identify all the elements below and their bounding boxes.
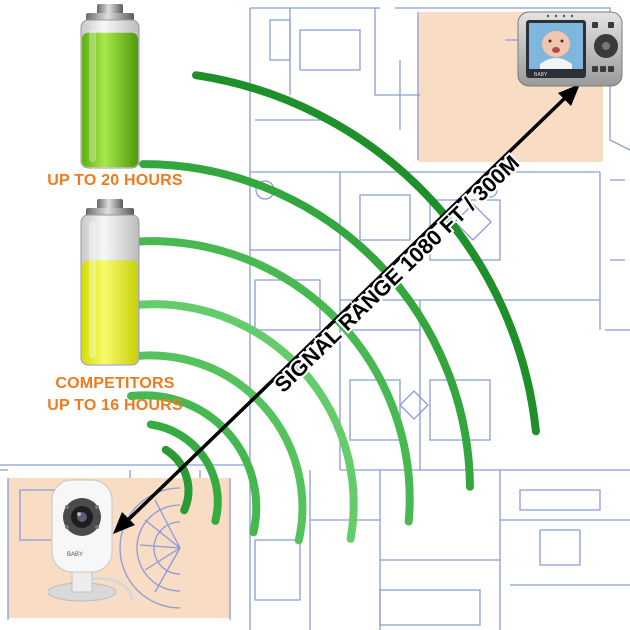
baby-camera-device: BABY <box>47 479 134 602</box>
signal-wave <box>127 391 261 537</box>
battery-full-caption: UP TO 20 HOURS <box>20 170 210 192</box>
signal-wave <box>161 445 193 515</box>
arrow-head-bottom <box>113 512 135 534</box>
battery-full-icon <box>80 4 140 169</box>
baby-monitor-device: BABY <box>517 11 623 87</box>
arrow-head-top <box>558 84 580 106</box>
camera-brand-logo: BABY <box>67 552 83 558</box>
signal-wave <box>100 300 358 543</box>
battery-competitor-caption: COMPETITORS UP TO 16 HOURS <box>20 373 210 417</box>
signal-wave <box>192 71 540 436</box>
competitor-hours: UP TO 16 HOURS <box>47 397 183 414</box>
signal-wave <box>146 420 222 525</box>
battery-full-hours: UP TO 20 HOURS <box>47 172 183 189</box>
signal-wave <box>107 237 414 526</box>
battery-partial-icon <box>80 199 140 366</box>
monitor-brand-logo: BABY <box>534 72 548 78</box>
competitor-label: COMPETITORS <box>55 375 175 392</box>
range-arrow <box>113 84 580 534</box>
signal-wave <box>139 160 474 491</box>
